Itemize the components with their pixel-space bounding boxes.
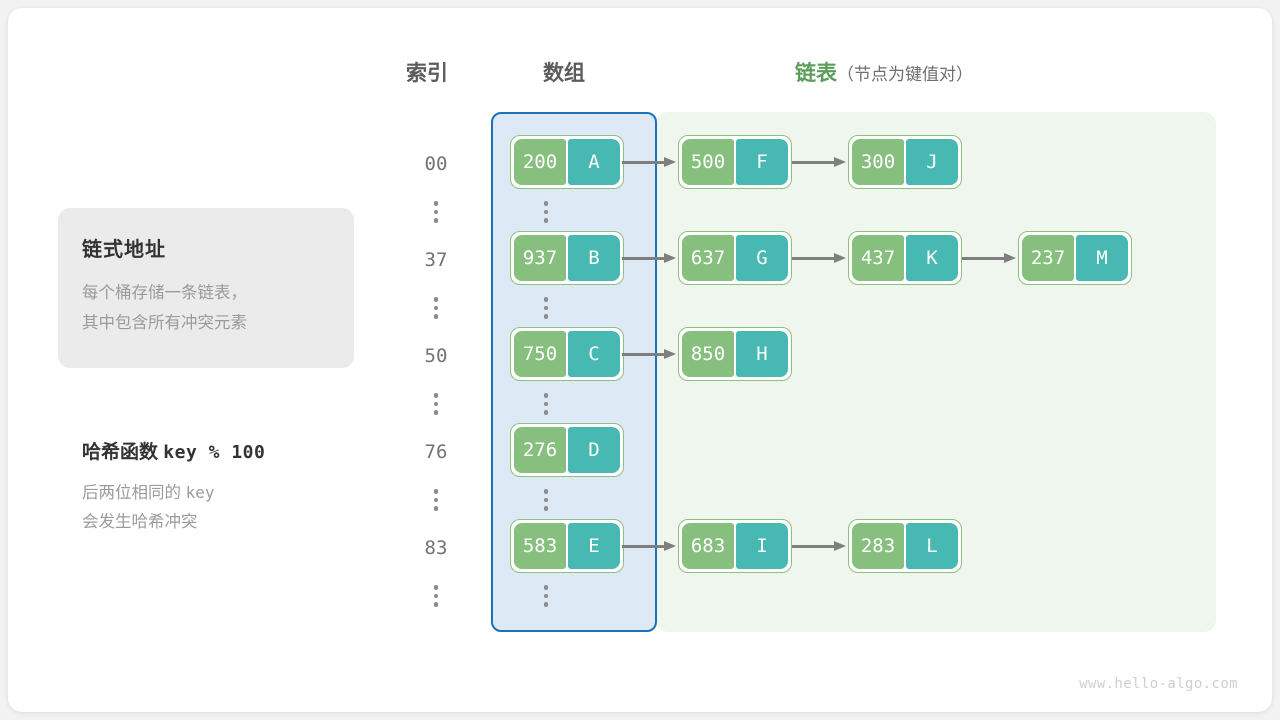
node-key: 283 — [852, 523, 904, 569]
link-arrow-icon — [622, 157, 678, 167]
info-card-background — [58, 208, 354, 368]
hash-desc-text: 后两位相同的 — [82, 484, 181, 502]
node-key: 750 — [514, 331, 566, 377]
bucket-index-label: 83 — [424, 537, 448, 559]
hash-function-formula: key % 100 — [163, 442, 266, 463]
node-key: 683 — [682, 523, 734, 569]
node-key: 276 — [514, 427, 566, 473]
array-ellipsis — [516, 489, 576, 511]
bucket-index-label: 37 — [424, 249, 448, 271]
index-ellipsis — [406, 585, 466, 607]
node-key: 300 — [852, 139, 904, 185]
column-header-linkedlist-sub: （节点为键值对） — [837, 65, 973, 84]
node-value: K — [906, 235, 958, 281]
node-value: F — [736, 139, 788, 185]
column-header-linkedlist: 链表（节点为键值对） — [795, 57, 973, 87]
column-header-index: 索引 — [406, 62, 448, 85]
hash-function-label: 哈希函数 — [82, 442, 159, 463]
node-value: D — [568, 427, 620, 473]
link-arrow-icon — [622, 541, 678, 551]
node-key: 937 — [514, 235, 566, 281]
info-card-description: 每个桶存储一条链表， 其中包含所有冲突元素 — [82, 278, 332, 338]
node-key: 850 — [682, 331, 734, 377]
node-value: G — [736, 235, 788, 281]
link-arrow-icon — [792, 157, 848, 167]
node-key: 437 — [852, 235, 904, 281]
node-value: C — [568, 331, 620, 377]
hash-function-description-line1: 后两位相同的 key — [82, 478, 342, 508]
array-ellipsis — [516, 297, 576, 319]
node-value: M — [1076, 235, 1128, 281]
node-value: B — [568, 235, 620, 281]
node-value: H — [736, 331, 788, 377]
node-value: I — [736, 523, 788, 569]
hash-function-description: 后两位相同的 key 会发生哈希冲突 — [82, 478, 342, 537]
node-key: 500 — [682, 139, 734, 185]
link-arrow-icon — [622, 349, 678, 359]
hash-desc-key: key — [185, 483, 215, 502]
bucket-index-label: 50 — [424, 345, 448, 367]
column-header-array: 数组 — [543, 62, 585, 85]
column-header-linkedlist-main: 链表 — [795, 62, 837, 85]
array-ellipsis — [516, 201, 576, 223]
info-card-description-line1: 每个桶存储一条链表， — [82, 284, 247, 302]
bucket-index-label: 76 — [424, 441, 448, 463]
node-key: 200 — [514, 139, 566, 185]
hash-function-description-line2: 会发生哈希冲突 — [82, 513, 198, 531]
link-arrow-icon — [962, 253, 1018, 263]
node-value: L — [906, 523, 958, 569]
node-key: 583 — [514, 523, 566, 569]
link-arrow-icon — [792, 541, 848, 551]
bucket-index-label: 00 — [424, 153, 448, 175]
node-value: A — [568, 139, 620, 185]
info-card-title: 链式地址 — [82, 239, 166, 261]
footer-watermark: www.hello-algo.com — [1079, 676, 1238, 692]
index-ellipsis — [406, 489, 466, 511]
node-value: J — [906, 139, 958, 185]
hash-function-title: 哈希函数 key % 100 — [82, 437, 265, 464]
link-arrow-icon — [622, 253, 678, 263]
array-ellipsis — [516, 393, 576, 415]
index-ellipsis — [406, 297, 466, 319]
info-card-description-line2: 其中包含所有冲突元素 — [82, 314, 247, 332]
link-arrow-icon — [792, 253, 848, 263]
index-ellipsis — [406, 393, 466, 415]
node-value: E — [568, 523, 620, 569]
array-ellipsis — [516, 585, 576, 607]
node-key: 637 — [682, 235, 734, 281]
node-key: 237 — [1022, 235, 1074, 281]
index-ellipsis — [406, 201, 466, 223]
